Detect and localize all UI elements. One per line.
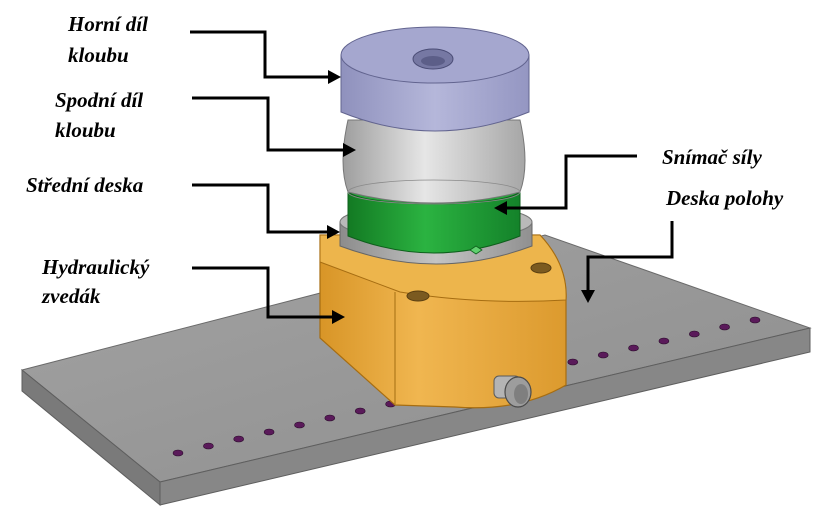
plate-hole	[324, 414, 336, 422]
lower-joint-part	[342, 119, 526, 205]
plate-hole	[749, 316, 761, 324]
plate-hole-row	[172, 316, 761, 457]
leader-lines	[190, 30, 674, 324]
plate-hole	[263, 428, 275, 436]
valve-knob	[493, 375, 532, 408]
label-middle-plate: Střední deska	[26, 173, 143, 197]
plate-hole	[567, 358, 579, 366]
leader-position-plate	[581, 221, 674, 303]
leader-upper-joint	[190, 30, 341, 84]
upper-joint-part	[340, 26, 530, 132]
label-lower-joint-line2: kloubu	[55, 118, 116, 142]
plate-side-face	[159, 327, 811, 506]
plate-hole	[658, 337, 670, 345]
label-position-plate: Deska polohy	[665, 186, 784, 210]
jack-bolt-hole	[406, 290, 430, 302]
plate-hole	[294, 421, 305, 429]
label-lower-joint-line1: Spodní díl	[55, 88, 143, 112]
label-upper-joint-line2: kloubu	[68, 43, 129, 67]
label-force-sensor: Snímač síly	[662, 145, 762, 169]
plate-hole	[688, 330, 700, 338]
plate-hole	[354, 407, 366, 415]
jack-bolt-hole	[530, 262, 552, 274]
label-hydraulic-jack-line1: Hydraulický	[41, 255, 150, 279]
plate-hole	[719, 323, 730, 331]
leader-force-sensor	[494, 154, 637, 215]
leader-middle-plate	[192, 183, 340, 239]
leader-lower-joint	[192, 96, 356, 157]
plate-hole	[628, 344, 639, 352]
plate-hole	[203, 442, 214, 450]
label-hydraulic-jack-line2: zvedák	[41, 284, 101, 308]
label-upper-joint-line1: Horní díl	[67, 12, 148, 36]
leader-hydraulic-jack	[192, 266, 345, 324]
plate-hole	[233, 435, 244, 443]
plate-hole	[172, 449, 184, 457]
plate-hole	[597, 351, 609, 359]
